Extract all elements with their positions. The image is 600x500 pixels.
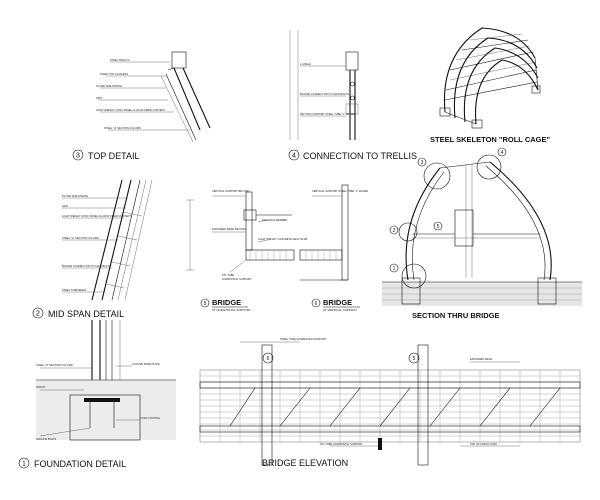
connection-label-3: SECTION SUPPORT STEEL TUBE "L" FRAME — [300, 112, 355, 116]
roll-cage-title: STEEL SKELETON "ROLL CAGE" — [430, 135, 550, 144]
detail-number-circle — [32, 307, 44, 319]
bridge-h-number: 5 — [204, 301, 207, 307]
bridge-horizontal-detail: VERTICAL SUPPORT BEYOND DIAGONAL MEMBER … — [186, 189, 307, 312]
bridge-v-label-1: VERTICAL SUPPORT STEEL TUBE "L" FRAME — [312, 189, 368, 193]
connection-detail: 1 ANGLE BOLTED CONNECTION TO MAIN BOLTS … — [288, 30, 417, 161]
elevation-title: BRIDGE ELEVATION — [262, 458, 348, 468]
bottom-chord — [199, 425, 581, 433]
column-edge-left — [173, 67, 201, 131]
bridge-elevation: 6 5 STEEL TUBE SUSPENSION SUPPORT EXPAND… — [199, 337, 581, 468]
elevation-label-4: TOP OF FINISH CONC — [470, 442, 497, 446]
trellis-plate — [345, 51, 359, 71]
section-title: SECTION THRU BRIDGE — [412, 311, 500, 320]
elevation-label-2: EXPANDED MESH — [470, 357, 492, 361]
elevation-label-3: STL TUBE HORIZONTAL SUPPORT — [320, 442, 363, 446]
elevation-label-1: STEEL TUBE SUSPENSION SUPPORT — [280, 337, 327, 341]
top-detail-label-6: STEEL "H" SECTION COLUMN — [104, 126, 141, 130]
bridge-vertical-detail: VERTICAL SUPPORT STEEL TUBE "L" FRAME 6 … — [299, 184, 368, 312]
top-detail-label-5: LIGHT WEIGHT CONC PANEL CLAD W/ FIBER CO… — [96, 108, 165, 112]
elevation-marker-2: 5 — [413, 356, 416, 362]
top-detail-title: TOP DETAIL — [88, 151, 140, 161]
trellis-block — [171, 51, 187, 69]
connection-label-2: BOLTED CONNECTION TO MAIN BOLTS — [300, 92, 349, 96]
top-chord — [199, 381, 581, 389]
detail-number-circle — [18, 457, 30, 469]
mid-span-label-4: STEEL "H" SECTION COLUMN — [62, 236, 99, 240]
base-plate — [84, 398, 120, 402]
bridge-v-title: BRIDGE — [323, 298, 352, 307]
callout-circle-1 — [401, 263, 427, 289]
footing-fill — [36, 380, 176, 440]
conc-footing — [69, 394, 141, 441]
section-callout-4: 4 — [501, 150, 504, 156]
bridge-h-label-2: DIAGONAL MEMBER — [262, 218, 288, 222]
mid-span-label-1: PLYWD SUB-STRATE — [62, 194, 88, 198]
vertical-support-right — [417, 344, 429, 466]
bridge-h-label-4: LIGHT WEIGHT CONCRETE DECK SLAB — [258, 237, 307, 241]
top-detail: STEEL TRELLIS SHEET MTL FLASHING PLYWD S… — [72, 51, 211, 161]
mid-span-label-5: BOLTED CONNECTION TO MAIN BOLTS — [62, 264, 111, 268]
bridge-section-box — [454, 209, 474, 247]
top-detail-label-2: SHEET MTL FLASHING — [100, 72, 128, 76]
top-detail-label-4: GRIT — [96, 96, 103, 100]
bridge-h-label-3: EXPANDED MESH BEYOND — [212, 227, 246, 231]
elevation-marker-left — [262, 352, 274, 364]
detail-number-circle — [288, 149, 300, 161]
foundation-label-1: STEEL "H" SECTION COLUMN — [36, 363, 73, 367]
section-callout-5: 5 — [437, 224, 440, 230]
bridge-h-label-6: HORIZONTAL SUPPORT — [222, 277, 252, 281]
top-detail-label-3: PLYWD SUB-STRATE — [96, 84, 122, 88]
mid-span-title: MID SPAN DETAIL — [48, 309, 124, 319]
bridge-v-number: 6 — [315, 301, 318, 307]
foundation-title: FOUNDATION DETAIL — [34, 459, 126, 469]
bridge-h-title: BRIDGE — [212, 298, 241, 307]
mid-span-label-3: LIGHT WEIGHT CONC PANEL CLAD W/ FIBER CO… — [62, 214, 131, 218]
foundation-label-4: CONC FOOTING — [140, 416, 160, 420]
top-detail-number: 3 — [76, 153, 80, 160]
mid-span-detail: PLYWD SUB-STRATE GRIT LIGHT WEIGHT CONC … — [32, 179, 153, 319]
column-edge-right — [182, 67, 211, 129]
elevation-marker-1: 6 — [267, 356, 270, 362]
section-thru-bridge: 1 2 3 4 5 SECTION THRU BRIDGE — [382, 147, 582, 320]
mid-span-label-2: GRIT — [62, 204, 69, 208]
connection-number: 4 — [292, 153, 296, 160]
bridge-v-subtitle: AT VERTICAL SUPPORT — [323, 308, 357, 312]
callout-circle-3 — [423, 162, 451, 190]
foundation-label-3: GROUT — [36, 385, 46, 389]
foundation-label-5: ANCHOR BOLTS — [36, 437, 57, 441]
section-callout-1: 1 — [393, 266, 396, 272]
detail-number-circle — [311, 298, 321, 308]
bridge-h-subtitle: AT HORIZONTAL SUPPORT — [212, 308, 251, 312]
vertical-support-left — [261, 344, 273, 466]
detail-number-circle — [72, 149, 84, 161]
top-detail-label-1: STEEL TRELLIS — [110, 58, 130, 62]
elevation-marker-right — [408, 352, 420, 364]
bridge-h-label-5: STL TUBE — [222, 273, 235, 277]
mid-span-label-6: STEEL TUBE BEAM — [62, 288, 86, 292]
detail-number-circle — [200, 298, 210, 308]
mid-span-number: 2 — [36, 311, 40, 318]
section-callout-3: 3 — [421, 160, 424, 166]
roll-cage-perspective: STEEL SKELETON "ROLL CAGE" — [430, 27, 550, 144]
connection-label-1: 1 ANGLE — [300, 62, 311, 66]
foundation-detail: STEEL "H" SECTION COLUMN COLUMN BASE PLA… — [18, 320, 176, 469]
section-callout-2: 2 — [393, 228, 396, 234]
foundation-number: 1 — [22, 461, 26, 468]
foundation-label-2: COLUMN BASE PLATE — [132, 362, 160, 366]
deck-slab — [245, 249, 295, 261]
connection-title: CONNECTION TO TRELLIS — [303, 151, 417, 161]
bridge-h-label-1: VERTICAL SUPPORT BEYOND — [212, 189, 250, 193]
arch-right — [489, 161, 552, 281]
callout-circle-2 — [398, 222, 418, 242]
callout-circle-4 — [476, 154, 502, 180]
